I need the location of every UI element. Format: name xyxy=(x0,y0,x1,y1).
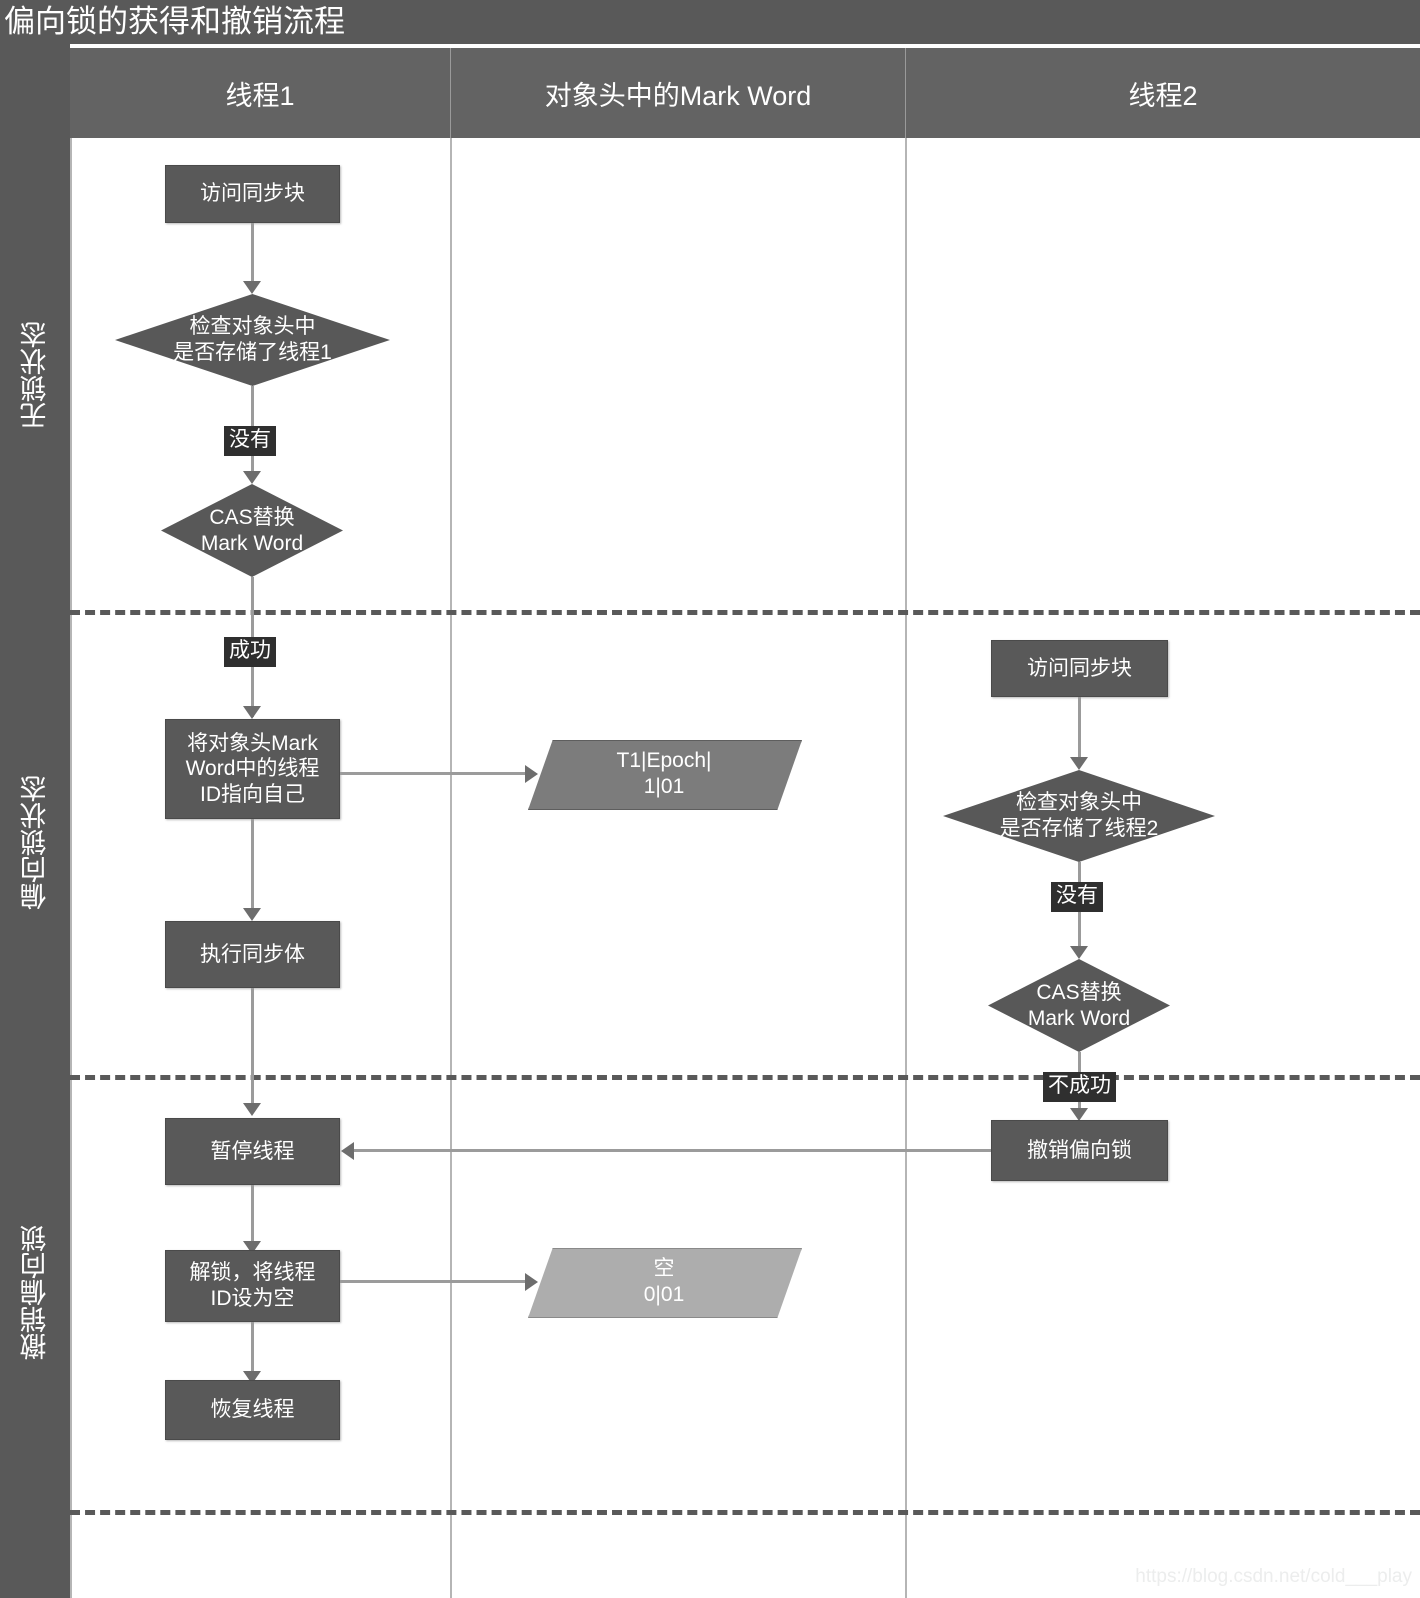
arrowhead-t2-cas-to-revoke xyxy=(1070,1108,1088,1121)
node-t2-revoke-biased-lock[interactable]: 撤销偏向锁 xyxy=(991,1120,1168,1181)
arrowhead-t2-check-to-cas xyxy=(1070,946,1088,959)
connector-t1-unlock-to-markword xyxy=(340,1280,530,1283)
lane-divider-3 xyxy=(70,1510,1420,1515)
edge-label-t1-none: 没有 xyxy=(224,426,276,457)
node-t1-resume-thread[interactable]: 恢复线程 xyxy=(165,1380,340,1440)
lane-row-label-unlocked: 无锁状态 xyxy=(20,321,51,429)
arrowhead-t1-unlock-to-markword xyxy=(525,1273,538,1291)
parallelogram-shape xyxy=(528,740,802,810)
lane-separator-1 xyxy=(450,138,452,1598)
node-markword-biased-state[interactable]: T1|Epoch| 1|01 xyxy=(528,740,802,810)
lane-row-label-biased: 偏向锁状态 xyxy=(20,775,51,910)
lane-row-band xyxy=(0,44,70,1598)
edge-label-t1-success: 成功 xyxy=(224,637,276,668)
connector-t1-access-to-check xyxy=(251,223,254,285)
node-t1-cas-replace-markword[interactable]: CAS替换 Mark Word xyxy=(161,484,343,577)
edge-label-t2-none: 没有 xyxy=(1051,882,1103,913)
lane-separator-left xyxy=(70,138,72,1598)
arrowhead-t2-revoke-to-t1-pause xyxy=(341,1142,354,1160)
connector-t1-setid-to-markword xyxy=(340,772,530,775)
node-t1-point-thread-id-to-self[interactable]: 将对象头Mark Word中的线程 ID指向自己 xyxy=(165,719,340,819)
node-t2-check-thread-id[interactable]: 检查对象头中 是否存储了线程2 xyxy=(943,770,1215,862)
arrowhead-t1-setid-to-markword xyxy=(525,765,538,783)
node-markword-empty-state[interactable]: 空 0|01 xyxy=(528,1248,802,1318)
node-t1-access-sync-block[interactable]: 访问同步块 xyxy=(165,165,340,223)
lane-column-header-thread1: 线程1 xyxy=(70,48,451,138)
edge-label-t2-fail: 不成功 xyxy=(1043,1072,1116,1103)
node-t1-check-thread-id[interactable]: 检查对象头中 是否存储了线程1 xyxy=(115,294,390,386)
lane-divider-1 xyxy=(70,610,1420,615)
connector-t2-revoke-to-t1-pause xyxy=(353,1149,991,1152)
arrowhead-t1-cas-to-setid xyxy=(243,706,261,719)
lane-row-label-revoke: 撤销偏向锁 xyxy=(20,1225,51,1360)
connector-t1-unlock-to-resume xyxy=(251,1322,254,1378)
watermark: https://blog.csdn.net/cold___play xyxy=(1135,1566,1412,1587)
connector-t2-access-to-check xyxy=(1078,697,1081,761)
page-title: 偏向锁的获得和撤销流程 xyxy=(0,0,1420,44)
lane-separator-2 xyxy=(905,138,907,1598)
connector-t1-pause-to-unlock xyxy=(251,1185,254,1247)
arrowhead-t1-exec-to-pause xyxy=(243,1103,261,1116)
node-t2-cas-replace-markword[interactable]: CAS替换 Mark Word xyxy=(988,959,1170,1052)
arrowhead-t2-access-to-check xyxy=(1070,757,1088,770)
arrowhead-t1-access-to-check xyxy=(243,281,261,294)
lane-column-header-markword: 对象头中的Mark Word xyxy=(451,48,906,138)
node-t1-pause-thread[interactable]: 暂停线程 xyxy=(165,1118,340,1185)
node-t2-access-sync-block[interactable]: 访问同步块 xyxy=(991,640,1168,697)
lane-column-header-thread2: 线程2 xyxy=(906,48,1420,138)
arrowhead-t1-check-to-cas xyxy=(243,471,261,484)
arrowhead-t1-setid-to-exec xyxy=(243,908,261,921)
node-t1-execute-sync-body[interactable]: 执行同步体 xyxy=(165,921,340,988)
lane-divider-2 xyxy=(70,1075,1420,1080)
connector-t1-setid-to-exec xyxy=(251,819,254,914)
node-t1-unlock-clear-thread-id[interactable]: 解锁，将线程 ID设为空 xyxy=(165,1250,340,1322)
connector-t1-exec-to-pause xyxy=(251,988,254,1108)
parallelogram-shape xyxy=(528,1248,802,1318)
